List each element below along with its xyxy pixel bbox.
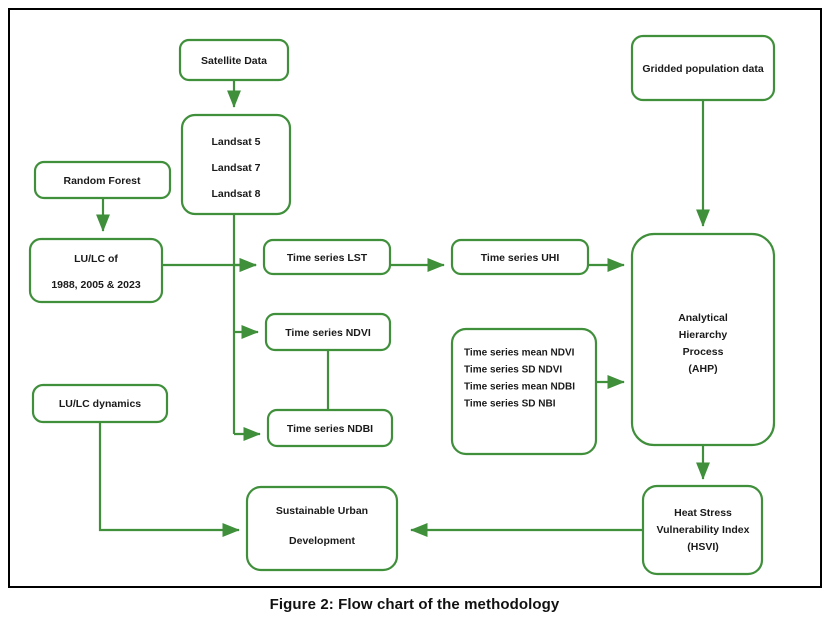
- node-lulc-dynamics[interactable]: LU/LC dynamics: [31, 383, 169, 424]
- node-time-series-ndbi-label: Time series NDBI: [287, 423, 373, 435]
- node-time-series-stats-box[interactable]: [450, 327, 598, 456]
- node-time-series-lst[interactable]: Time series LST: [262, 238, 392, 276]
- node-time-series-ndvi[interactable]: Time series NDVI: [264, 312, 392, 352]
- node-time-series-ndvi-box[interactable]: [264, 312, 392, 352]
- node-landsat-line-2: Landsat 7: [211, 162, 260, 174]
- node-time-series-stats-line-2: Time series SD NDVI: [464, 365, 562, 376]
- node-gridded-population-data-box[interactable]: [630, 34, 776, 102]
- node-satellite-data-label: Satellite Data: [201, 55, 267, 67]
- node-hsvi-line-1: Heat Stress: [674, 507, 732, 519]
- edge-layer: [95, 80, 711, 538]
- node-landsat-line-3: Landsat 8: [211, 188, 260, 200]
- node-ahp[interactable]: Analytical Hierarchy Process (AHP): [630, 232, 776, 447]
- figure-caption: Figure 2: Flow chart of the methodology: [269, 596, 560, 613]
- node-hsvi-box[interactable]: [641, 484, 764, 576]
- node-sustainable-urban-development-box[interactable]: [245, 485, 399, 572]
- node-satellite-data-box[interactable]: [178, 38, 290, 82]
- node-time-series-uhi[interactable]: Time series UHI: [450, 238, 590, 276]
- node-ahp-line-2: Hierarchy: [679, 329, 728, 341]
- node-lulc-line-1: LU/LC of: [74, 253, 118, 265]
- node-lulc-dynamics-label: LU/LC dynamics: [59, 398, 141, 410]
- node-landsat-line-1: Landsat 5: [211, 136, 260, 148]
- node-hsvi[interactable]: Heat Stress Vulnerability Index (HSVI): [641, 484, 764, 576]
- node-sustainable-urban-development-line-2: Development: [289, 535, 355, 547]
- node-gridded-population-data[interactable]: Gridded population data: [630, 34, 776, 102]
- node-satellite-data[interactable]: Satellite Data: [178, 38, 290, 82]
- figure-frame: Satellite Data Landsat 5 Landsat 7 Lands…: [8, 8, 822, 588]
- node-lulc-dynamics-box[interactable]: [31, 383, 169, 424]
- node-landsat-box[interactable]: [180, 113, 292, 216]
- node-random-forest[interactable]: Random Forest: [33, 160, 172, 200]
- node-time-series-stats-line-4: Time series SD NBI: [464, 399, 556, 410]
- node-time-series-stats[interactable]: Time series mean NDVI Time series SD NDV…: [450, 327, 598, 456]
- node-time-series-lst-box[interactable]: [262, 238, 392, 276]
- node-random-forest-box[interactable]: [33, 160, 172, 200]
- node-gridded-population-data-label: Gridded population data: [642, 63, 763, 75]
- node-landsat[interactable]: Landsat 5 Landsat 7 Landsat 8: [180, 113, 292, 216]
- node-ahp-box[interactable]: [630, 232, 776, 447]
- flowchart-canvas: Satellite Data Landsat 5 Landsat 7 Lands…: [28, 34, 776, 576]
- node-lulc[interactable]: LU/LC of 1988, 2005 & 2023: [28, 237, 164, 304]
- node-ahp-line-3: Process: [683, 346, 724, 358]
- node-time-series-ndbi-box[interactable]: [266, 408, 394, 448]
- node-time-series-stats-line-3: Time series mean NDBI: [464, 382, 575, 393]
- node-time-series-ndvi-label: Time series NDVI: [285, 327, 371, 339]
- node-time-series-ndbi[interactable]: Time series NDBI: [266, 408, 394, 448]
- node-lulc-box[interactable]: [28, 237, 164, 304]
- node-time-series-lst-label: Time series LST: [287, 252, 368, 264]
- node-hsvi-line-3: (HSVI): [687, 541, 719, 553]
- node-ahp-line-1: Analytical: [678, 312, 728, 324]
- node-hsvi-line-2: Vulnerability Index: [657, 524, 750, 536]
- node-random-forest-label: Random Forest: [63, 175, 141, 187]
- node-sustainable-urban-development[interactable]: Sustainable Urban Development: [245, 485, 399, 572]
- node-time-series-uhi-box[interactable]: [450, 238, 590, 276]
- node-sustainable-urban-development-line-1: Sustainable Urban: [276, 505, 368, 517]
- node-time-series-stats-line-1: Time series mean NDVI: [464, 348, 575, 359]
- edge-lulcdynamics-to-sustainable: [98, 422, 240, 538]
- node-time-series-uhi-label: Time series UHI: [481, 252, 560, 264]
- node-ahp-line-4: (AHP): [688, 363, 717, 375]
- node-lulc-line-2: 1988, 2005 & 2023: [51, 279, 140, 291]
